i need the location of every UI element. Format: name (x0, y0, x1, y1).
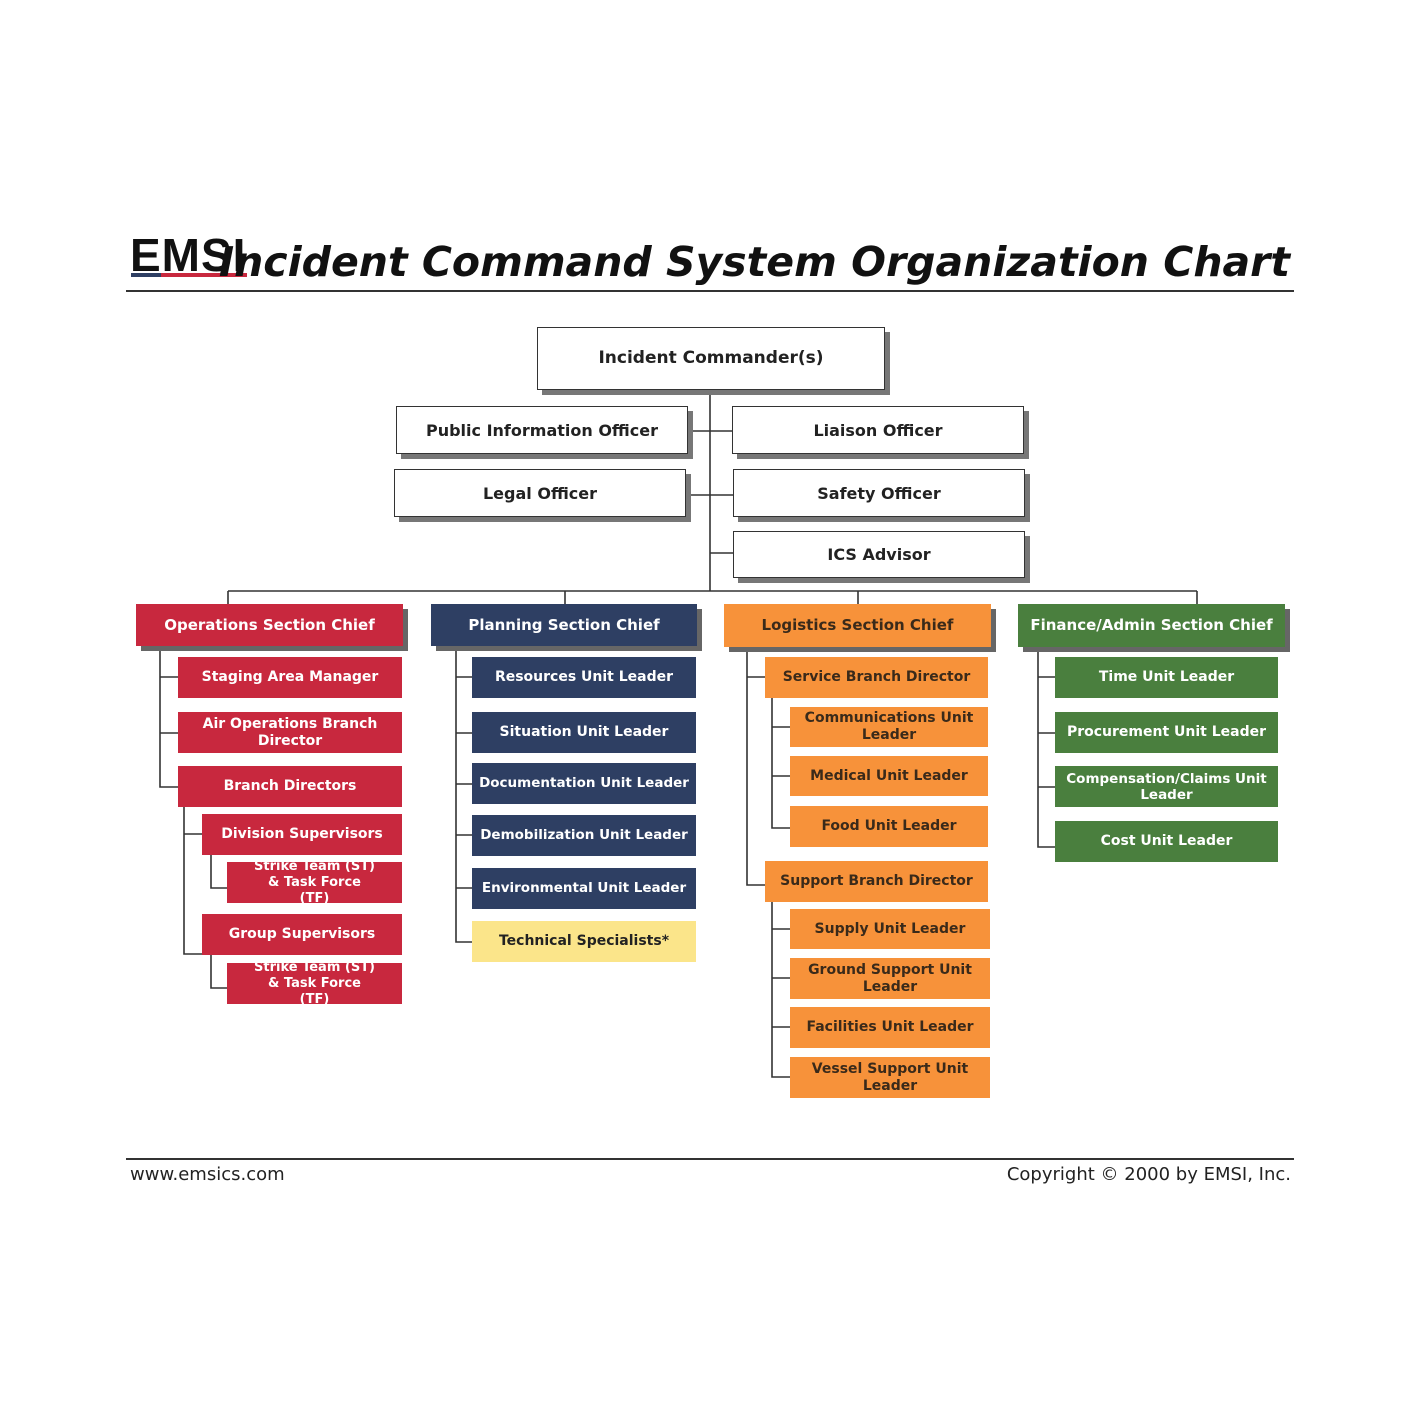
strike-team-task-force-division: Strike Team (ST) & Task Force (TF) (227, 859, 402, 906)
time-unit-leader: Time Unit Leader (1055, 657, 1278, 698)
operations-section-chief: Operations Section Chief (136, 604, 403, 646)
ics-advisor-box: ICS Advisor (733, 531, 1025, 578)
copyright-text: Copyright © 2000 by EMSI, Inc. (1006, 1164, 1291, 1185)
incident-commander-box: Incident Commander(s) (537, 327, 885, 390)
logo-underline (131, 273, 247, 277)
division-supervisors: Division Supervisors (202, 814, 402, 855)
demobilization-unit-leader: Demobilization Unit Leader (472, 815, 696, 856)
strike-team-task-force-group: Strike Team (ST) & Task Force (TF) (227, 960, 402, 1007)
emsi-logo: EMSI (130, 229, 247, 281)
medical-unit-leader: Medical Unit Leader (790, 756, 988, 796)
group-supervisors: Group Supervisors (202, 914, 402, 955)
documentation-unit-leader: Documentation Unit Leader (472, 763, 696, 804)
vessel-support-unit-leader: Vessel Support Unit Leader (790, 1057, 990, 1098)
header-divider (126, 290, 1294, 292)
legal-officer-box: Legal Officer (394, 469, 686, 517)
logistics-section-chief: Logistics Section Chief (724, 604, 991, 647)
procurement-unit-leader: Procurement Unit Leader (1055, 712, 1278, 753)
facilities-unit-leader: Facilities Unit Leader (790, 1007, 990, 1048)
footer-divider (126, 1158, 1294, 1160)
resources-unit-leader: Resources Unit Leader (472, 657, 696, 698)
air-operations-branch-director: Air Operations Branch Director (178, 712, 402, 753)
staging-area-manager: Staging Area Manager (178, 657, 402, 698)
environmental-unit-leader: Environmental Unit Leader (472, 868, 696, 909)
communications-unit-leader: Communications Unit Leader (790, 707, 988, 747)
liaison-officer-box: Liaison Officer (732, 406, 1024, 454)
service-branch-director: Service Branch Director (765, 657, 988, 698)
situation-unit-leader: Situation Unit Leader (472, 712, 696, 753)
compensation-claims-unit-leader: Compensation/Claims Unit Leader (1055, 766, 1278, 807)
supply-unit-leader: Supply Unit Leader (790, 909, 990, 949)
cost-unit-leader: Cost Unit Leader (1055, 821, 1278, 862)
safety-officer-box: Safety Officer (733, 469, 1025, 517)
food-unit-leader: Food Unit Leader (790, 806, 988, 847)
ground-support-unit-leader: Ground Support Unit Leader (790, 958, 990, 999)
support-branch-director: Support Branch Director (765, 861, 988, 902)
page-title: Incident Command System Organization Cha… (218, 238, 1290, 286)
technical-specialists: Technical Specialists* (472, 921, 696, 962)
planning-section-chief: Planning Section Chief (431, 604, 697, 646)
branch-directors: Branch Directors (178, 766, 402, 807)
finance-admin-section-chief: Finance/Admin Section Chief (1018, 604, 1285, 647)
website-link[interactable]: www.emsics.com (130, 1164, 285, 1185)
public-information-officer-box: Public Information Officer (396, 406, 688, 454)
